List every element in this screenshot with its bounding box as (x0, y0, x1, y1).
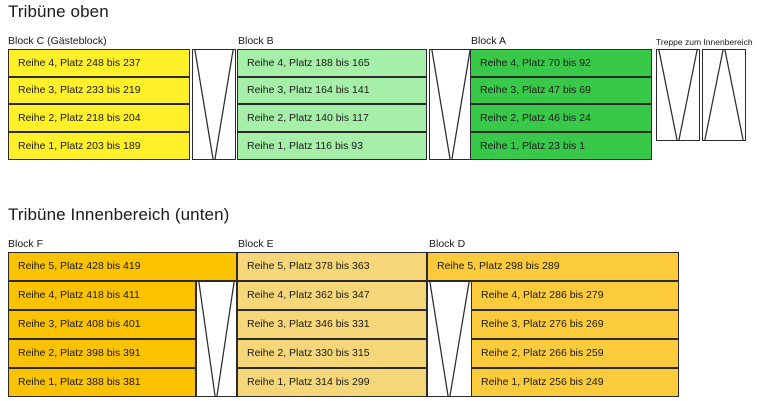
seat-row[interactable]: Reihe 3, Platz 346 bis 331 (237, 310, 427, 339)
seat-row-label: Reihe 2, Platz 140 bis 117 (247, 111, 369, 124)
seat-row[interactable]: Reihe 1, Platz 23 bis 1 (470, 132, 652, 160)
seat-row-label: Reihe 4, Platz 248 bis 237 (18, 56, 141, 69)
section-title-upper: Tribüne oben (8, 2, 109, 21)
stair-block-e-d (427, 281, 472, 397)
seat-row-label: Reihe 4, Platz 418 bis 411 (18, 289, 140, 302)
seat-row-label: Reihe 1, Platz 203 bis 189 (18, 139, 141, 152)
seat-row-label: Reihe 1, Platz 256 bis 249 (481, 376, 604, 389)
section-title-lower: Tribüne Innenbereich (unten) (8, 205, 230, 224)
seat-row-label: Reihe 2, Platz 330 bis 315 (247, 347, 370, 360)
seat-row[interactable]: Reihe 5, Platz 428 bis 419 (8, 252, 237, 281)
seat-row-label: Reihe 2, Platz 218 bis 204 (18, 111, 141, 124)
seat-row[interactable]: Reihe 3, Platz 233 bis 219 (8, 77, 190, 104)
seat-row-label: Reihe 5, Platz 428 bis 419 (18, 260, 141, 273)
seat-row-label: Reihe 1, Platz 116 bis 93 (247, 139, 363, 152)
seat-row[interactable]: Reihe 1, Platz 203 bis 189 (8, 132, 190, 160)
stair-caret-up-icon (704, 50, 744, 140)
stair-v-icon (431, 50, 471, 159)
seat-row-label: Reihe 1, Platz 388 bis 381 (18, 376, 141, 389)
seat-row[interactable]: Reihe 4, Platz 286 bis 279 (471, 281, 679, 310)
seat-row[interactable]: Reihe 1, Platz 116 bis 93 (237, 132, 427, 160)
seat-row[interactable]: Reihe 4, Platz 418 bis 411 (8, 281, 196, 310)
seat-row[interactable]: Reihe 1, Platz 388 bis 381 (8, 368, 196, 397)
seat-row-label: Reihe 3, Platz 276 bis 269 (481, 318, 604, 331)
seat-row[interactable]: Reihe 5, Platz 298 bis 289 (427, 252, 679, 281)
seat-row-label: Reihe 2, Platz 398 bis 391 (18, 347, 141, 360)
seat-row-label: Reihe 3, Platz 47 bis 69 (480, 84, 591, 97)
seat-row[interactable]: Reihe 3, Platz 164 bis 141 (237, 77, 427, 104)
seat-row-label: Reihe 4, Platz 362 bis 347 (247, 289, 370, 302)
stair-innenbereich-left (656, 49, 700, 141)
block-label-a: Block A (471, 35, 507, 47)
stair-block-b-a (429, 49, 473, 160)
seat-row[interactable]: Reihe 4, Platz 362 bis 347 (237, 281, 427, 310)
seat-row[interactable]: Reihe 4, Platz 188 bis 165 (237, 49, 427, 77)
stair-v-icon (198, 282, 235, 396)
block-label-e: Block E (238, 238, 274, 250)
stair-label-treppe-zum-innenbereich: Treppe zum Innenbereich (656, 37, 753, 47)
seat-row-label: Reihe 4, Platz 286 bis 279 (481, 289, 604, 302)
seat-row-label: Reihe 4, Platz 188 bis 165 (247, 56, 370, 69)
seat-row-label: Reihe 3, Platz 233 bis 219 (18, 84, 141, 97)
seat-row-label: Reihe 1, Platz 23 bis 1 (480, 139, 586, 152)
seat-row[interactable]: Reihe 3, Platz 408 bis 401 (8, 310, 196, 339)
seat-row-label: Reihe 2, Platz 266 bis 259 (481, 347, 604, 360)
seat-row[interactable]: Reihe 2, Platz 330 bis 315 (237, 339, 427, 368)
stair-block-f-e (196, 281, 237, 397)
seat-row[interactable]: Reihe 1, Platz 314 bis 299 (237, 368, 427, 397)
seat-row[interactable]: Reihe 4, Platz 248 bis 237 (8, 49, 190, 77)
seat-row[interactable]: Reihe 5, Platz 378 bis 363 (237, 252, 427, 281)
seat-row[interactable]: Reihe 2, Platz 266 bis 259 (471, 339, 679, 368)
seat-row-label: Reihe 3, Platz 346 bis 331 (247, 318, 370, 331)
block-label-f: Block F (8, 238, 44, 250)
seat-row[interactable]: Reihe 3, Platz 47 bis 69 (470, 77, 652, 104)
seat-row-label: Reihe 3, Platz 408 bis 401 (18, 318, 141, 331)
seat-row-label: Reihe 5, Platz 298 bis 289 (437, 260, 560, 273)
block-label-d: Block D (429, 238, 466, 250)
stair-v-icon (658, 50, 698, 140)
seat-row[interactable]: Reihe 2, Platz 398 bis 391 (8, 339, 196, 368)
seat-row[interactable]: Reihe 1, Platz 256 bis 249 (471, 368, 679, 397)
stair-v-icon (429, 282, 470, 396)
stair-innenbereich-right (702, 49, 746, 141)
seat-row[interactable]: Reihe 2, Platz 218 bis 204 (8, 104, 190, 132)
stair-block-c-b (192, 49, 236, 160)
seat-row[interactable]: Reihe 2, Platz 46 bis 24 (470, 104, 652, 132)
seat-row[interactable]: Reihe 4, Platz 70 bis 92 (470, 49, 652, 77)
seat-row[interactable]: Reihe 3, Platz 276 bis 269 (471, 310, 679, 339)
seat-row-label: Reihe 2, Platz 46 bis 24 (480, 111, 591, 124)
seat-row-label: Reihe 4, Platz 70 bis 92 (480, 56, 591, 69)
block-label-b: Block B (238, 35, 274, 47)
block-label-c: Block C (Gästeblock) (8, 35, 107, 47)
seat-row[interactable]: Reihe 2, Platz 140 bis 117 (237, 104, 427, 132)
seat-row-label: Reihe 3, Platz 164 bis 141 (247, 84, 370, 97)
stair-v-icon (194, 50, 234, 159)
seat-row-label: Reihe 5, Platz 378 bis 363 (247, 260, 370, 273)
seat-row-label: Reihe 1, Platz 314 bis 299 (247, 376, 370, 389)
